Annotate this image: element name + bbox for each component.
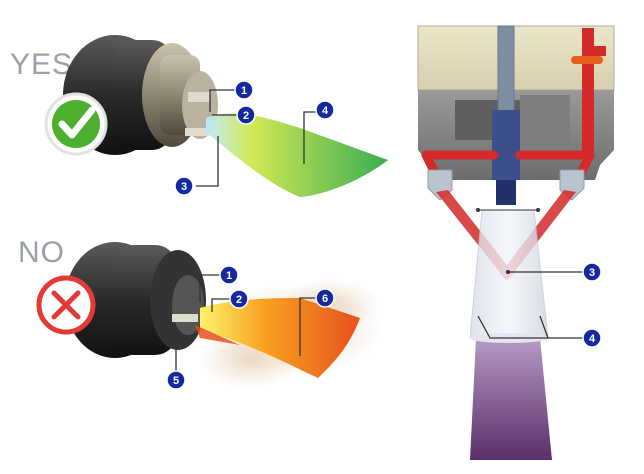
- yes-panel: YES 1: [10, 35, 388, 197]
- section-leader-lines: [477, 271, 584, 339]
- good-spray-jet: [206, 113, 388, 197]
- svg-text:3: 3: [589, 267, 595, 279]
- svg-text:1: 1: [241, 85, 247, 97]
- bad-callout-5: 5: [166, 370, 186, 390]
- svg-text:5: 5: [173, 375, 179, 387]
- no-label: NO: [18, 236, 65, 269]
- svg-text:4: 4: [322, 105, 329, 117]
- bad-callout-2: 2: [229, 289, 249, 309]
- svg-text:2: 2: [236, 294, 242, 306]
- bad-callout-6: 6: [315, 288, 335, 308]
- cross-section-panel: 3 4: [417, 25, 615, 460]
- svg-text:4: 4: [589, 333, 596, 345]
- laser-feed-tubes: [571, 28, 606, 153]
- bad-nozzle-illustration: [65, 242, 206, 358]
- gas-cone: [469, 209, 549, 339]
- bad-spray-jet: [200, 298, 360, 378]
- injector-core: [492, 110, 520, 180]
- section-callout-4: 4: [582, 328, 602, 348]
- cross-mark-icon: [36, 275, 96, 335]
- plasma-plume: [470, 338, 552, 460]
- good-callout-4: 4: [315, 100, 335, 120]
- svg-text:1: 1: [226, 270, 232, 282]
- svg-text:3: 3: [181, 181, 187, 193]
- section-callout-3: 3: [582, 262, 602, 282]
- central-channel: [497, 25, 515, 123]
- no-panel: NO: [18, 236, 382, 390]
- check-mark-icon: [44, 92, 108, 156]
- svg-text:2: 2: [243, 110, 249, 122]
- svg-text:6: 6: [322, 293, 328, 305]
- good-leader-lines: [196, 89, 318, 187]
- good-callout-1: 1: [234, 80, 254, 100]
- good-callout-3: 3: [174, 176, 194, 196]
- yes-label: YES: [10, 48, 73, 81]
- good-callout-2: 2: [236, 105, 256, 125]
- bad-callout-1: 1: [219, 265, 239, 285]
